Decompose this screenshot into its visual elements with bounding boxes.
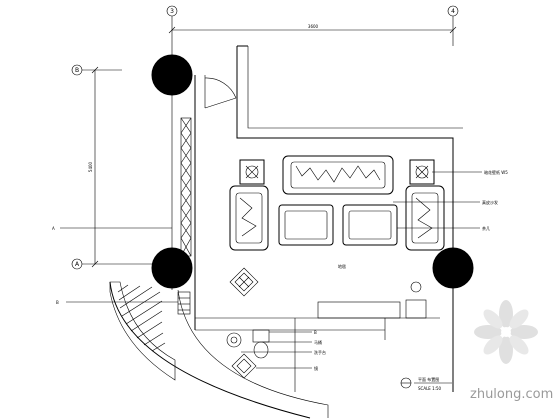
armchair-left [229, 185, 269, 251]
svg-text:马桶: 马桶 [314, 339, 322, 345]
label-bath-3: 洗手台 [241, 349, 326, 355]
svg-text:真皮沙发: 真皮沙发 [482, 199, 498, 205]
column-right [432, 247, 474, 289]
svg-text:镜: 镜 [314, 365, 318, 371]
svg-text:暗花壁纸 W5: 暗花壁纸 W5 [484, 169, 508, 175]
balcony-hatch [117, 284, 166, 352]
coffee-tables [278, 204, 398, 246]
svg-text:3: 3 [170, 8, 174, 15]
svg-text:B: B [314, 330, 317, 335]
zhulong-logo [474, 300, 538, 364]
label-bath-4: 镜 [256, 365, 318, 371]
side-table-left [239, 159, 265, 185]
entry-door [204, 75, 237, 109]
axis-bubble-B: B [71, 64, 122, 76]
armchair-right [405, 185, 445, 251]
label-left-callout-2: B [56, 300, 178, 305]
sofa-three-seat [282, 155, 394, 195]
svg-text:B: B [56, 300, 59, 305]
window-strip [180, 117, 192, 257]
label-carpet: 地毯 [338, 263, 346, 269]
side-table-right [409, 159, 435, 185]
svg-text:平面 布置图: 平面 布置图 [418, 376, 439, 382]
label-left-callout-1: A [52, 226, 172, 231]
floor-diamond-upper [229, 267, 259, 297]
svg-text:B: B [75, 67, 79, 74]
drawing-title: 平面 布置图 SCALE 1:50 [400, 376, 452, 391]
bathroom-fixtures [226, 329, 270, 359]
svg-text:洗手台: 洗手台 [314, 349, 326, 355]
label-coffee-table: 茶几 [397, 225, 490, 231]
column-mid-left [151, 247, 193, 289]
label-sofa: 真皮沙发 [393, 199, 498, 205]
svg-text:SCALE 1:50: SCALE 1:50 [418, 386, 442, 391]
axis-bubble-A: A [71, 258, 160, 270]
dimension-left: 5400 [88, 66, 99, 268]
svg-text:A: A [52, 226, 55, 231]
watermark-text: zhulong.com [470, 387, 553, 402]
svg-text:地毯: 地毯 [338, 263, 346, 269]
svg-text:5400: 5400 [88, 161, 93, 172]
balcony [109, 281, 329, 419]
svg-text:茶几: 茶几 [482, 225, 490, 231]
floor-diamond-lower [231, 353, 257, 379]
axis-bubble-4: 4 [447, 5, 459, 46]
svg-text:3600: 3600 [308, 24, 319, 29]
svg-text:4: 4 [451, 8, 455, 15]
label-bath-1: B [269, 330, 317, 335]
svg-text:A: A [75, 261, 80, 268]
dimension-top: 3600 [168, 24, 457, 34]
label-wallpaper: 暗花壁纸 W5 [432, 169, 508, 175]
cabinet [317, 281, 427, 319]
label-bath-2: 马桶 [262, 339, 322, 345]
column-top-left [151, 54, 193, 96]
